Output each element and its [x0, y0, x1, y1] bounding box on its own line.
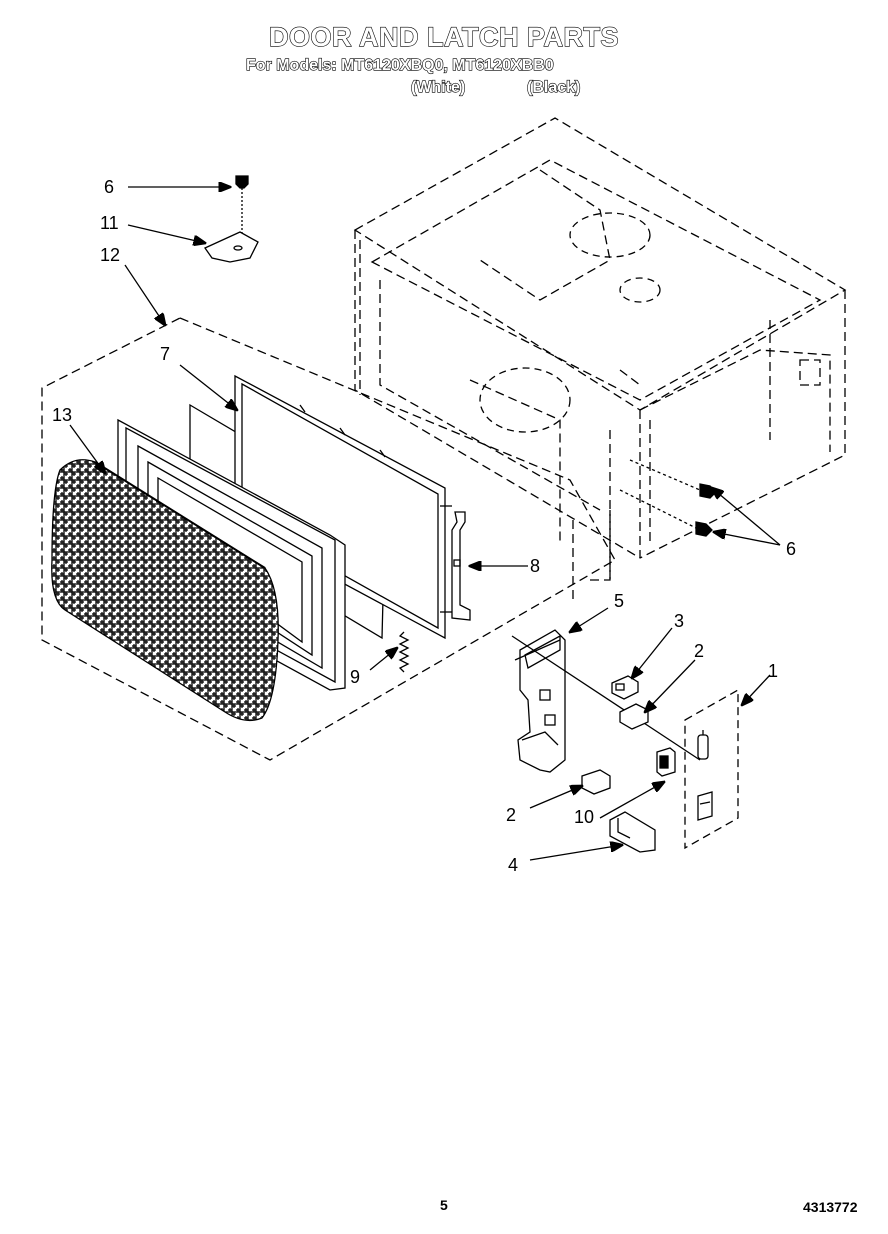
fuse-group-outline: [684, 688, 739, 850]
callout-2-lower: 2: [506, 805, 517, 825]
side-screws-part: [619, 459, 717, 537]
diagram-title: DOOR AND LATCH PARTS: [268, 21, 619, 52]
callout-6-top: 6: [104, 177, 115, 197]
page-number: 5: [440, 1197, 448, 1213]
door-spring-part: [398, 631, 410, 673]
switch-10-part: [656, 747, 676, 777]
document-number: 4313772: [803, 1199, 858, 1215]
callout-1: 1: [768, 661, 779, 681]
callout-9: 9: [350, 667, 361, 687]
variant-black-label: (Black): [526, 78, 581, 96]
models-subtitle: For Models: MT6120XBQ0, MT6120XBB0: [245, 56, 554, 74]
callout-3: 3: [674, 611, 685, 631]
fuse-part: [697, 730, 709, 760]
callout-8: 8: [530, 556, 541, 576]
callout-7: 7: [160, 344, 171, 364]
cavity-outline: [353, 117, 847, 600]
callout-10: 10: [574, 807, 595, 827]
callout-4: 4: [508, 855, 519, 875]
callout-2-upper: 2: [694, 641, 705, 661]
switch-2-lower-part: [581, 769, 611, 795]
door-assembly-outline: [41, 317, 616, 761]
callout-5: 5: [614, 591, 625, 611]
variant-white-label: (White): [410, 78, 466, 96]
callout-12: 12: [100, 245, 121, 265]
hinge-bracket-part: [204, 231, 259, 263]
switch-3-part: [611, 675, 639, 700]
leader-lines: [69, 187, 781, 861]
door-front-screen: [51, 459, 279, 722]
callout-11: 11: [100, 213, 119, 233]
latch-bar-part: [451, 511, 471, 621]
cavity-turntable-ring: [479, 212, 661, 433]
inner-door-frame: [234, 374, 452, 640]
fuse-clip-part: [697, 791, 713, 821]
latch-bracket-part: [511, 629, 701, 773]
callout-13: 13: [52, 405, 73, 425]
top-screw-part: [235, 175, 249, 250]
switch-2-upper-part: [619, 703, 649, 730]
callout-6-side: 6: [786, 539, 797, 559]
